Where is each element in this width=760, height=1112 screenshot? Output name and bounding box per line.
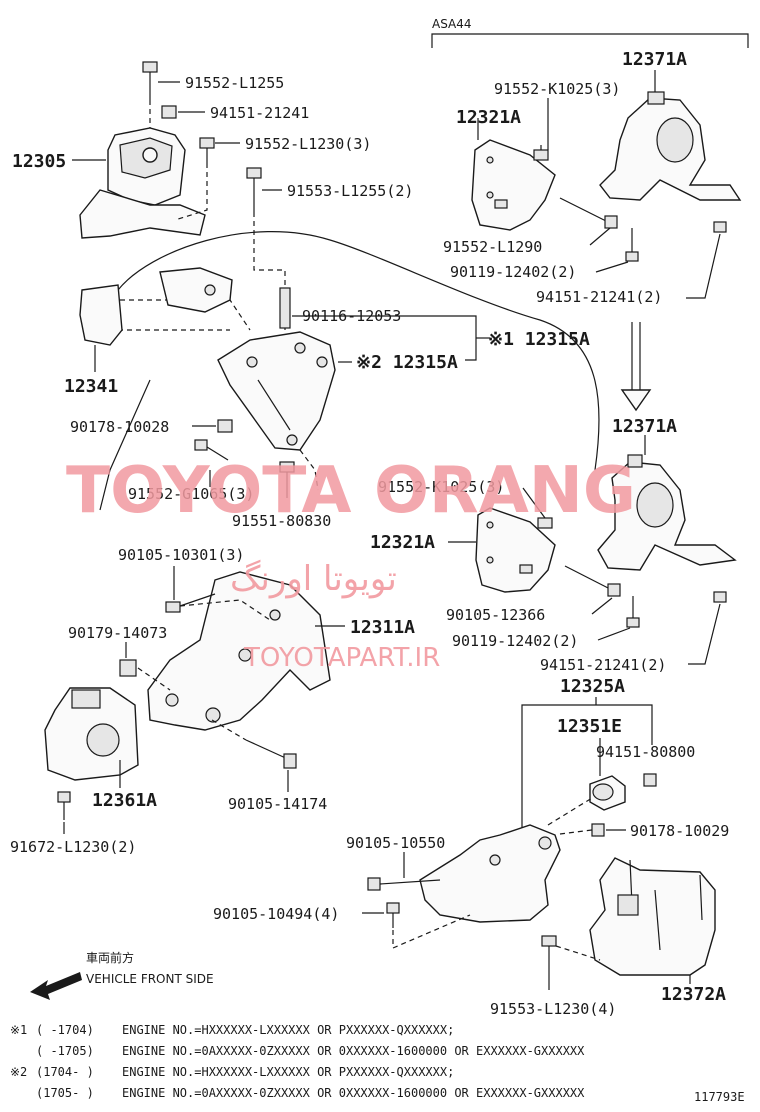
label-12372A: 12372A — [661, 984, 726, 1005]
bolt-91552-G1065 — [194, 439, 229, 461]
label-90105-14174: 90105-14174 — [228, 795, 327, 813]
mount-12371A-mid — [597, 454, 737, 571]
label-12305: 12305 — [12, 151, 66, 172]
label-12315A-2: ※2 12315A — [356, 352, 458, 373]
label-94151-80800: 94151-80800 — [596, 743, 695, 761]
bolt-91553-L1255 — [246, 167, 262, 212]
nut-94151-21241-mid — [713, 591, 727, 603]
label-90116-12053: 90116-12053 — [302, 307, 401, 325]
nut-90179-14073 — [119, 659, 137, 677]
label-91552-L1255: 91552-L1255 — [185, 74, 284, 92]
bolt-91552-K1025-top — [533, 145, 549, 161]
watermark-persian: تویوتا اورنگ — [230, 559, 397, 599]
note-3-text: ENGINE NO.=HXXXXXX-LXXXXXX OR PXXXXXX-QX… — [122, 1065, 454, 1079]
stud-90119-12402-top — [625, 228, 639, 262]
label-91552-G1065-3: 91552-G1065(3) — [128, 485, 254, 503]
label-91552-L1230-3: 91552-L1230(3) — [245, 135, 371, 153]
label-90105-10550: 90105-10550 — [346, 834, 445, 852]
label-90119-12402-2-mid: 90119-12402(2) — [452, 632, 578, 650]
label-90119-12402-2-top: 90119-12402(2) — [450, 263, 576, 281]
label-12311A: 12311A — [350, 617, 415, 638]
label-12341: 12341 — [64, 376, 118, 397]
bushing-12351E — [589, 775, 626, 811]
bolt-90105-10301 — [165, 593, 216, 613]
bracket-12321A-mid — [475, 507, 556, 593]
label-12351E: 12351E — [557, 716, 622, 737]
bolt-91552-L1290 — [559, 197, 618, 229]
bolt-90105-10550 — [367, 877, 441, 891]
engine-outline-left — [99, 379, 151, 511]
nut-94151-80800 — [643, 773, 657, 787]
change-arrow — [620, 322, 652, 412]
bolt-90105-14174 — [245, 739, 297, 769]
bracket-12341 — [79, 267, 233, 346]
label-12361A: 12361A — [92, 790, 157, 811]
note-1-text: ENGINE NO.=HXXXXXX-LXXXXXX OR PXXXXXX-QX… — [122, 1023, 454, 1037]
note-1-range: ( -1704) — [36, 1023, 94, 1037]
label-90105-12366: 90105-12366 — [446, 606, 545, 624]
label-91553-L1230-4: 91553-L1230(4) — [490, 1000, 616, 1018]
bolt-91553-L1230 — [541, 935, 557, 990]
label-12371A-mid: 12371A — [612, 416, 677, 437]
model-code: ASA44 — [432, 17, 472, 31]
note-2-range: ( -1705) — [36, 1044, 94, 1058]
label-91672-L1230-2: 91672-L1230(2) — [10, 838, 136, 856]
bracket-12325A — [419, 824, 561, 923]
bolt-90105-10494 — [386, 902, 400, 928]
bolt-91552-L1230 — [199, 137, 215, 163]
label-90178-10029: 90178-10029 — [630, 822, 729, 840]
bracket-12315A — [217, 331, 336, 451]
label-12321A-mid: 12321A — [370, 532, 435, 553]
note-2-text: ENGINE NO.=0AXXXXX-0ZXXXXX OR 0XXXXXX-16… — [122, 1044, 585, 1058]
label-12321A-top: 12321A — [456, 107, 521, 128]
model-bracket — [431, 33, 749, 48]
label-94151-21241: 94151-21241 — [210, 104, 309, 122]
label-94151-21241-2-top: 94151-21241(2) — [536, 288, 662, 306]
label-12371A-top: 12371A — [622, 49, 687, 70]
watermark-site: TOYOTAPART.IR — [243, 643, 440, 673]
watermark-brand: TOYOTA ORANG — [66, 454, 636, 528]
engine-outline — [117, 231, 600, 471]
bracket-12372A — [589, 857, 716, 976]
label-91551-80830: 91551-80830 — [232, 512, 331, 530]
label-91552-L1290: 91552-L1290 — [443, 238, 542, 256]
nut-90178-10028 — [217, 419, 233, 433]
label-90179-14073: 90179-14073 — [68, 624, 167, 642]
bolt-90105-12366 — [564, 565, 621, 597]
vehicle-front-arrow — [30, 972, 82, 1000]
label-90105-10301-3: 90105-10301(3) — [118, 546, 244, 564]
note-4-range: (1705- ) — [36, 1086, 94, 1100]
footnotes: ※1 ( -1704) ENGINE NO.=HXXXXXX-LXXXXXX O… — [10, 1023, 585, 1100]
nut-94151-21241 — [161, 105, 177, 119]
label-94151-21241-2-mid: 94151-21241(2) — [540, 656, 666, 674]
label-12315A-1: ※1 12315A — [488, 329, 590, 350]
insulator-12361A — [44, 687, 139, 781]
note-4-text: ENGINE NO.=0AXXXXX-0ZXXXXX OR 0XXXXXX-16… — [122, 1086, 585, 1100]
label-12325A: 12325A — [560, 676, 625, 697]
bolt-91672-L1230 — [57, 791, 71, 820]
bolt-91551-80830 — [279, 461, 295, 498]
note-3-range: (1704- ) — [36, 1065, 94, 1079]
nut-94151-21241-top — [713, 221, 727, 233]
engine-mount-12305 — [79, 127, 206, 239]
direction-japanese: 車両前方 — [86, 950, 134, 965]
mount-12371A-top — [599, 91, 742, 201]
nut-90178-10029 — [591, 823, 605, 837]
bracket-12311A — [147, 571, 331, 731]
bracket-12321A-top — [471, 139, 556, 231]
label-91552-K1025-3-mid: 91552-K1025(3) — [378, 478, 504, 496]
label-90178-10028: 90178-10028 — [70, 418, 169, 436]
label-91553-L1255-2: 91553-L1255(2) — [287, 182, 413, 200]
stud-90119-12402-mid — [626, 596, 640, 628]
stud-90116-12053 — [279, 287, 291, 329]
note-1-mark: ※1 — [10, 1023, 27, 1037]
note-3-mark: ※2 — [10, 1065, 27, 1079]
direction-english: VEHICLE FRONT SIDE — [86, 972, 214, 986]
figure-id: 117793E — [694, 1090, 745, 1104]
label-90105-10494-4: 90105-10494(4) — [213, 905, 339, 923]
label-91552-K1025-3-top: 91552-K1025(3) — [494, 80, 620, 98]
bolt-91552-L1255 — [142, 61, 158, 100]
